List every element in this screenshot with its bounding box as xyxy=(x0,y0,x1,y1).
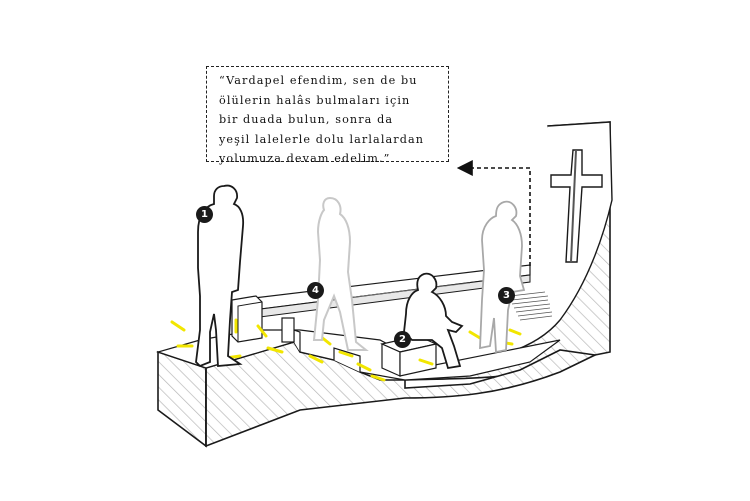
figure-visitor-standing xyxy=(195,184,245,368)
figure-visitor-reading xyxy=(479,200,526,354)
quote-line: bir duada bulun, sonra da xyxy=(219,113,394,126)
quote-line: yolumuza devam edelim.” xyxy=(219,152,391,165)
marker-1: 1 xyxy=(196,206,213,223)
cross-relief xyxy=(550,149,603,263)
quote-line: ölülerin halâs bulmaları için xyxy=(219,93,411,107)
pedestal-left xyxy=(231,295,295,343)
quote-callout: “Vardapel efendim, sen de bu ölülerin ha… xyxy=(206,66,449,165)
figure-visitor-seated xyxy=(403,272,464,370)
floor-slab xyxy=(155,329,598,448)
marker-3: 3 xyxy=(498,287,515,304)
quote-connector xyxy=(456,160,531,266)
marker-2: 2 xyxy=(394,331,411,348)
quote-line: “Vardapel efendim, sen de bu xyxy=(219,74,418,87)
figure-visitor-walking-ghost xyxy=(312,196,369,351)
wall-text-panel xyxy=(509,291,553,321)
quote-line: yeşil lalelerle dolu larlalardan xyxy=(219,132,425,146)
marker-4: 4 xyxy=(307,282,324,299)
